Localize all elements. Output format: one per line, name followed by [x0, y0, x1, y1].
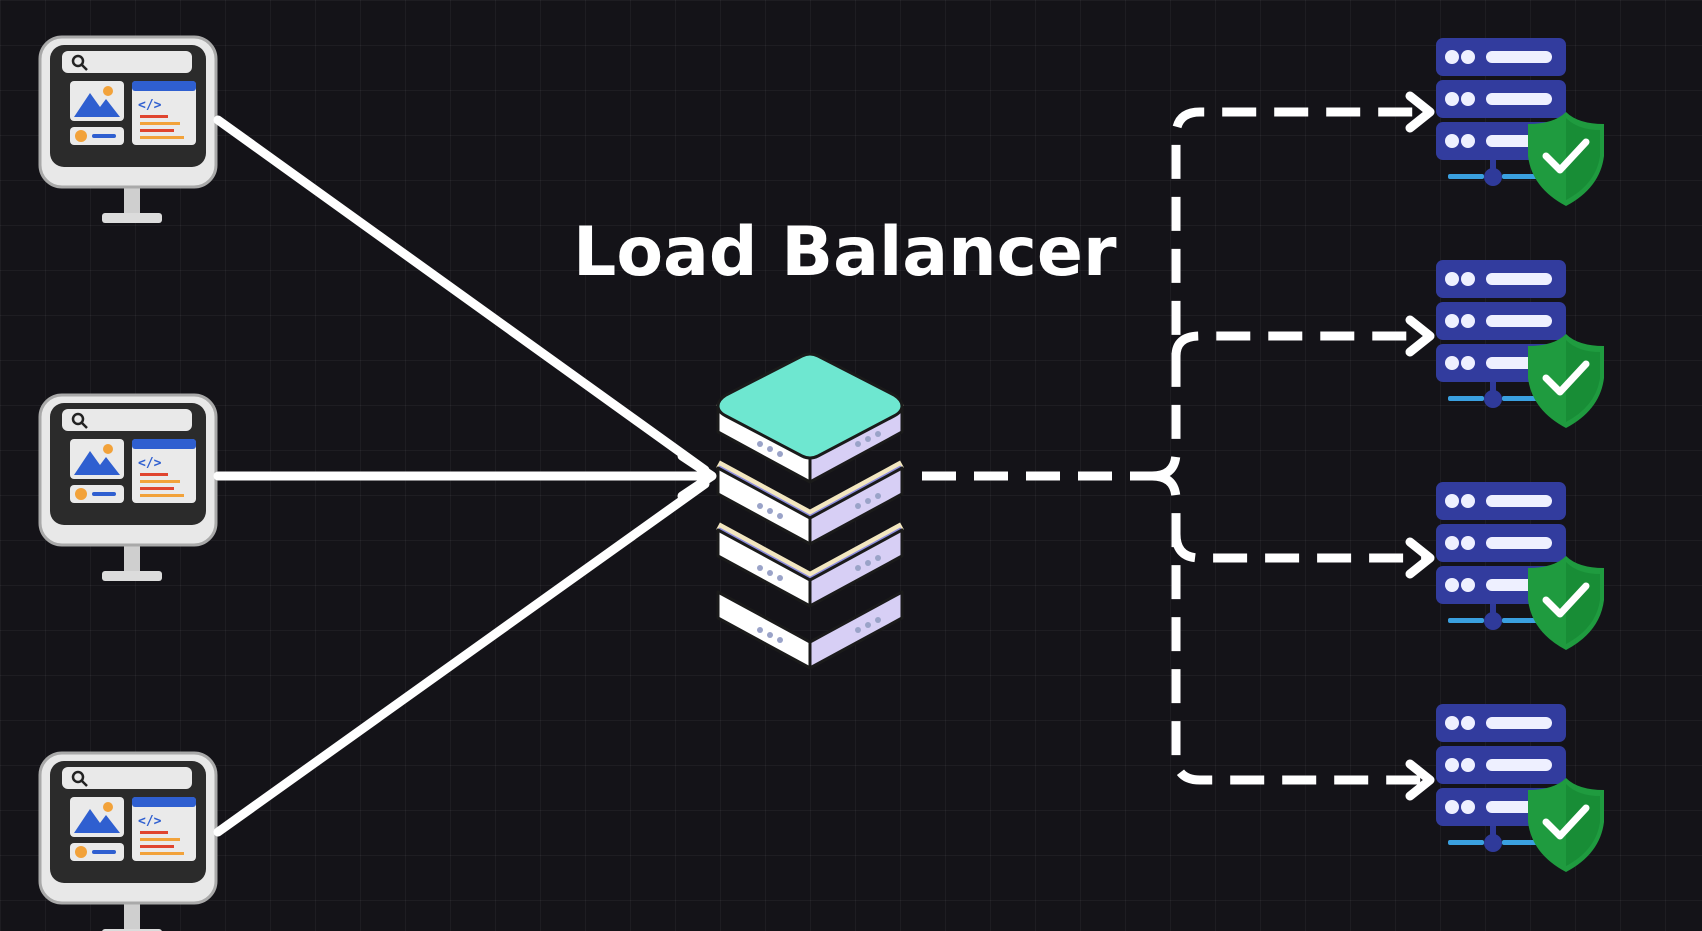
client-to-lb-arrows: [213, 115, 717, 837]
server-2-icon: [1436, 260, 1604, 428]
server-1-icon: [1436, 38, 1604, 206]
server-2-connector: [1171, 331, 1424, 357]
client-1-icon: [38, 35, 218, 225]
server-3-icon: [1436, 482, 1604, 650]
server-3-connector: [1171, 533, 1424, 563]
server-4-icon: [1436, 704, 1604, 872]
lb-arrowhead: [677, 451, 717, 501]
client-3-arrow: [213, 479, 710, 837]
server-4-connector: [1151, 471, 1424, 785]
server-1-connector: [1151, 107, 1424, 481]
client-1-arrow: [213, 115, 710, 475]
lb-to-server-connectors: [922, 107, 1424, 785]
client-2-icon: [38, 393, 218, 583]
server-arrowheads: [1405, 91, 1435, 801]
client-3-icon: [38, 751, 218, 931]
diagram-title: Load Balancer: [573, 213, 1117, 292]
load-balancer-icon: [716, 352, 904, 670]
